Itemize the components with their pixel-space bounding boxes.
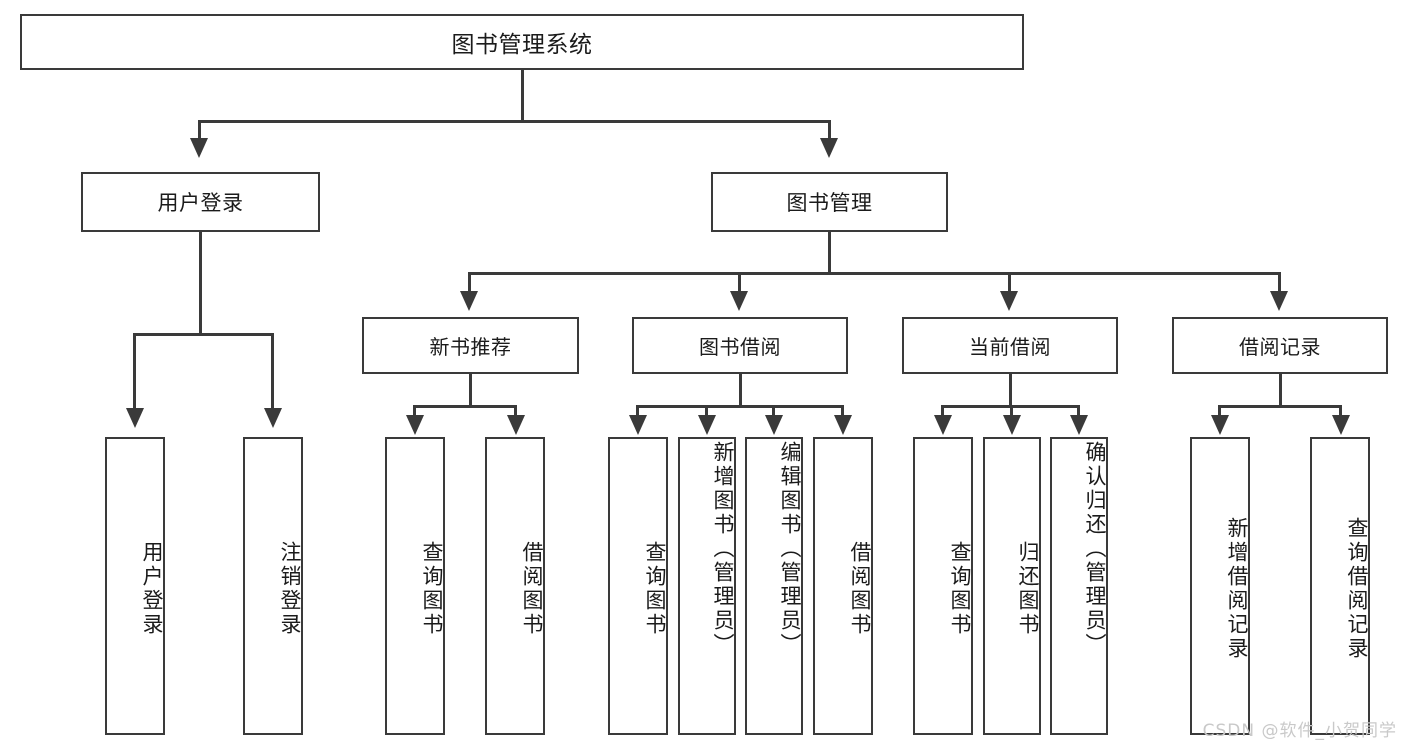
node-book-management[interactable]: 图书管理 <box>711 172 948 232</box>
edge-records-to-leaf-1 <box>1218 405 1221 419</box>
edge-root-stem <box>521 70 524 122</box>
leaf-confirm-return-admin[interactable]: 确认归还（管理员） <box>1050 437 1108 735</box>
leaf-return-books[interactable]: 归还图书 <box>983 437 1041 735</box>
arrow-book-mgmt-to-current <box>1000 291 1018 311</box>
edge-book-mgmt-to-borrow <box>738 272 741 294</box>
leaf-edit-book-admin[interactable]: 编辑图书（管理员） <box>745 437 803 735</box>
leaf-query-books-borrow[interactable]: 查询图书 <box>608 437 668 735</box>
node-current-borrow[interactable]: 当前借阅 <box>902 317 1118 374</box>
edge-borrow-to-leaf-3 <box>772 405 775 419</box>
leaf-add-borrow-record[interactable]: 新增借阅记录 <box>1190 437 1250 735</box>
edge-records-stem <box>1279 374 1282 408</box>
arrow-user-login-to-leaf-2 <box>264 408 282 428</box>
edge-borrow-stem <box>739 374 742 408</box>
arrow-new-books-to-leaf-2 <box>507 415 525 435</box>
edge-new-books-bus <box>413 405 517 408</box>
leaf-borrow-books-new[interactable]: 借阅图书 <box>485 437 545 735</box>
arrow-current-to-leaf-3 <box>1070 415 1088 435</box>
edge-root-bus <box>198 120 829 123</box>
arrow-borrow-to-leaf-3 <box>765 415 783 435</box>
arrow-records-to-leaf-2 <box>1332 415 1350 435</box>
leaf-borrow-books-borrow[interactable]: 借阅图书 <box>813 437 873 735</box>
arrow-root-to-user-login <box>190 138 208 158</box>
node-user-login[interactable]: 用户登录 <box>81 172 320 232</box>
leaf-query-borrow-record[interactable]: 查询借阅记录 <box>1310 437 1370 735</box>
edge-borrow-to-leaf-4 <box>841 405 844 419</box>
arrow-borrow-to-leaf-4 <box>834 415 852 435</box>
node-book-borrow[interactable]: 图书借阅 <box>632 317 848 374</box>
arrow-book-mgmt-to-borrow <box>730 291 748 311</box>
arrow-current-to-leaf-1 <box>934 415 952 435</box>
node-root-system[interactable]: 图书管理系统 <box>20 14 1024 70</box>
edge-root-to-book-mgmt <box>828 120 831 142</box>
edge-user-login-to-leaf-1 <box>133 333 136 411</box>
arrow-current-to-leaf-2 <box>1003 415 1021 435</box>
edge-user-login-to-leaf-2 <box>271 333 274 411</box>
arrow-root-to-book-mgmt <box>820 138 838 158</box>
edge-borrow-to-leaf-2 <box>705 405 708 419</box>
edge-book-mgmt-stem <box>828 232 831 274</box>
edge-book-mgmt-to-new-books <box>468 272 471 294</box>
edge-records-to-leaf-2 <box>1339 405 1342 419</box>
edge-borrow-to-leaf-1 <box>636 405 639 419</box>
edge-book-mgmt-to-current <box>1008 272 1011 294</box>
edge-new-books-stem <box>469 374 472 408</box>
edge-current-to-leaf-2 <box>1010 405 1013 419</box>
csdn-watermark: CSDN @软件_小贺同学 <box>1202 721 1397 741</box>
leaf-user-login[interactable]: 用户登录 <box>105 437 165 735</box>
arrow-book-mgmt-to-new-books <box>460 291 478 311</box>
edge-current-to-leaf-3 <box>1077 405 1080 419</box>
arrow-borrow-to-leaf-2 <box>698 415 716 435</box>
edge-current-stem <box>1009 374 1012 408</box>
leaf-query-books-new[interactable]: 查询图书 <box>385 437 445 735</box>
node-borrow-records[interactable]: 借阅记录 <box>1172 317 1388 374</box>
leaf-query-books-current[interactable]: 查询图书 <box>913 437 973 735</box>
edge-records-bus <box>1218 405 1342 408</box>
arrow-records-to-leaf-1 <box>1211 415 1229 435</box>
leaf-add-book-admin[interactable]: 新增图书（管理员） <box>678 437 736 735</box>
edge-new-books-to-leaf-1 <box>413 405 416 419</box>
arrow-book-mgmt-to-records <box>1270 291 1288 311</box>
edge-book-mgmt-to-records <box>1278 272 1281 294</box>
node-new-book-recommend[interactable]: 新书推荐 <box>362 317 579 374</box>
edge-root-to-user-login <box>198 120 201 142</box>
leaf-logout[interactable]: 注销登录 <box>243 437 303 735</box>
edge-borrow-bus <box>636 405 844 408</box>
edge-user-login-bus <box>133 333 273 336</box>
edge-current-to-leaf-1 <box>941 405 944 419</box>
arrow-new-books-to-leaf-1 <box>406 415 424 435</box>
arrow-user-login-to-leaf-1 <box>126 408 144 428</box>
arrow-borrow-to-leaf-1 <box>629 415 647 435</box>
edge-book-mgmt-bus <box>468 272 1280 275</box>
edge-user-login-stem <box>199 232 202 336</box>
edge-new-books-to-leaf-2 <box>514 405 517 419</box>
